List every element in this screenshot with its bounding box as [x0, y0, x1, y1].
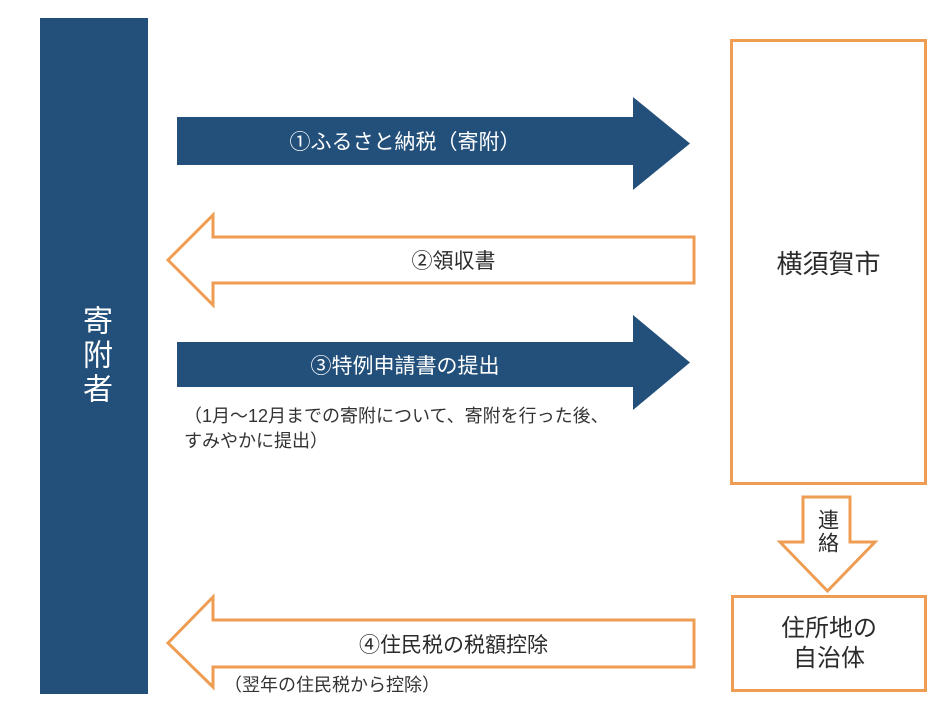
- municipality-box: 住所地の 自治体: [731, 595, 927, 692]
- municipality-label: 住所地の 自治体: [781, 614, 877, 674]
- donor-label: 寄附者: [78, 305, 111, 407]
- arrow-left-step4-shape: [165, 593, 696, 691]
- arrow-step3-note: （1月～12月までの寄附について、寄附を行った後、 すみやかに提出）: [184, 406, 609, 451]
- yokosuka-city-box: 横須賀市: [730, 39, 927, 485]
- arrow-down-contact-shape: [776, 495, 879, 594]
- arrow-right-step3-shape: [177, 315, 690, 410]
- municipality-label-line1: 住所地の: [781, 614, 877, 642]
- arrow-step4-label: ④住民税の税額控除: [359, 633, 548, 657]
- municipality-label-line2: 自治体: [793, 644, 865, 672]
- yokosuka-city-label: 横須賀市: [776, 248, 881, 279]
- arrow-right-step1-shape: [177, 97, 690, 190]
- contact-arrow-label: 連絡: [815, 509, 839, 555]
- arrow-step4-note: （翌年の住民税から控除）: [224, 675, 440, 695]
- arrow-step1-label: ①ふるさと納税（寄附）: [289, 131, 521, 154]
- arrow-left-step2-shape: [165, 211, 696, 309]
- donor-box: 寄附者: [40, 18, 148, 694]
- arrow-step2-label: ②領収書: [411, 250, 496, 273]
- arrow-step3-label: ③特例申請書の提出: [310, 354, 500, 378]
